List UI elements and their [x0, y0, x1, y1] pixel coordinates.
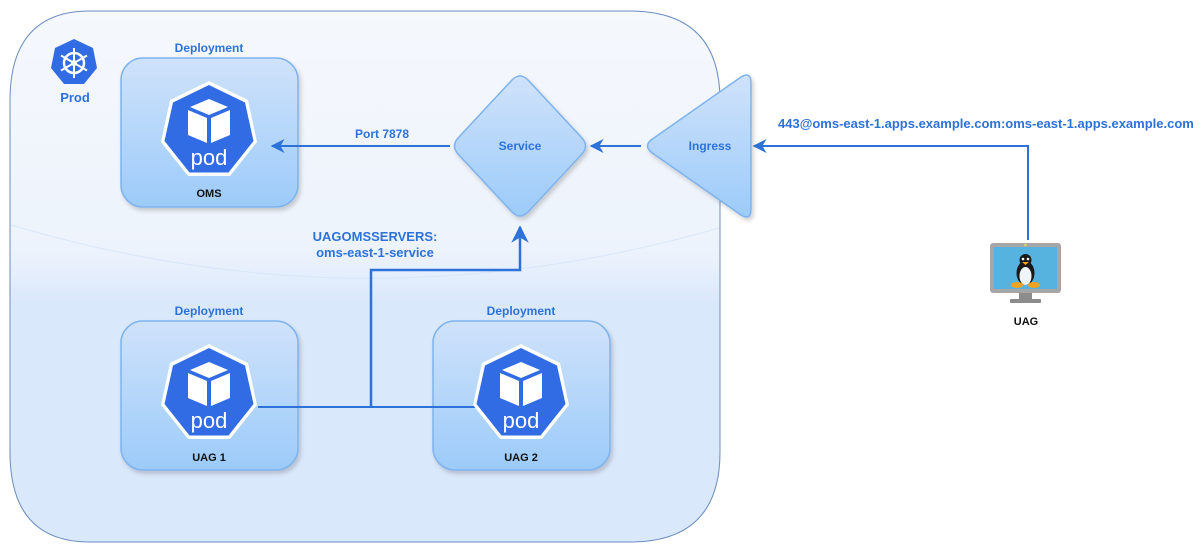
deployment-name-oms: OMS	[196, 188, 222, 200]
edge-label-service-name: oms-east-1-service	[316, 245, 434, 260]
deployment-header-uag1: Deployment	[174, 304, 244, 318]
deployment-header-uag2: Deployment	[486, 304, 556, 318]
edge-label-uagomsservers: UAGOMSSERVERS:	[312, 229, 438, 244]
ingress-node[interactable]	[646, 74, 752, 218]
kubernetes-helm-icon	[51, 39, 97, 84]
linux-monitor-icon[interactable]	[990, 243, 1061, 303]
edge-external-to-ingress	[752, 139, 1029, 240]
deployment-name-uag2: UAG 2	[504, 452, 538, 464]
edge-uag-to-service	[369, 225, 529, 407]
edge-label-port: Port 7878	[354, 127, 410, 141]
service-label: Service	[498, 139, 542, 153]
edge-label-ingress-host: 443@oms-east-1.apps.example.com:oms-east…	[778, 116, 1194, 131]
cluster-name: Prod	[60, 90, 90, 105]
cluster-divider	[10, 224, 720, 279]
deployment-name-uag1: UAG 1	[192, 452, 226, 464]
ingress-label: Ingress	[688, 139, 732, 153]
external-uag-label: UAG	[1013, 316, 1039, 328]
deployment-header-oms: Deployment	[174, 41, 244, 55]
service-node[interactable]	[453, 75, 587, 217]
